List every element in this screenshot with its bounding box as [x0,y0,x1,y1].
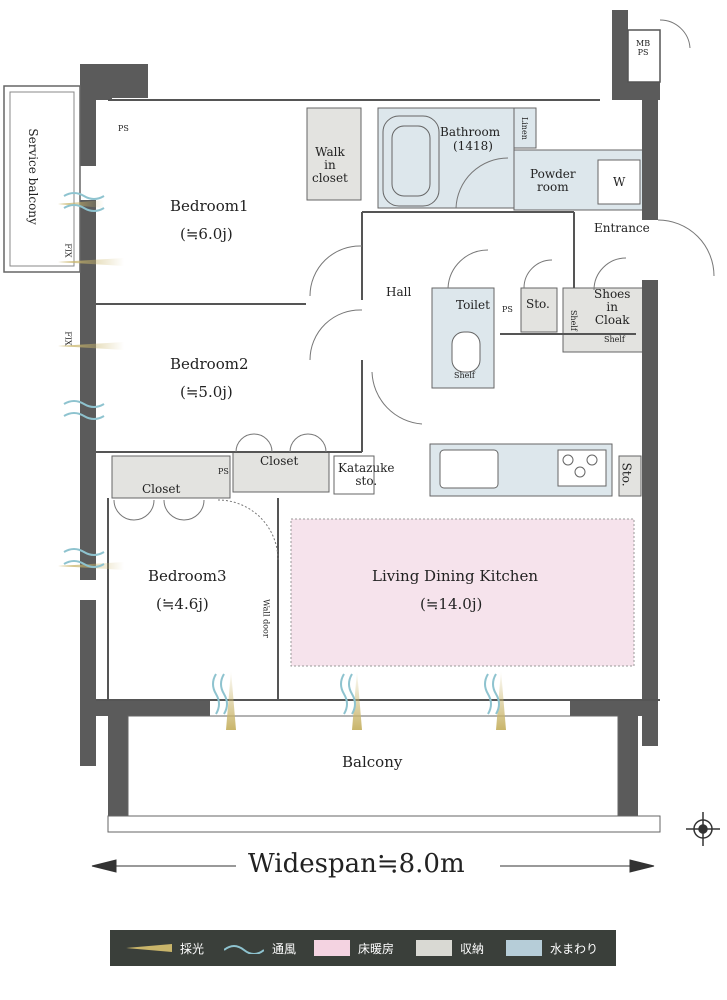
storage-areas [111,107,644,499]
legend-item-storage: 収納 [416,930,484,966]
shelf-label-shoes: Shelf [604,335,625,344]
legend-label-light: 採光 [180,941,205,956]
shoes-cloak-area [562,287,644,353]
legend-label-storage: 収納 [460,941,485,956]
door-sto [523,259,553,289]
linen-label: Linen [519,116,529,140]
ldk-label: Living Dining Kitchen [372,567,539,585]
shelf-label-shoes-vert: Shelf [568,309,578,331]
legend: 採光 通風 床暖房 収納 水まわり [110,930,616,966]
ldk-size: (≒14.0j) [420,595,483,613]
widespan-arrow [91,859,655,873]
door-bathroom [455,157,509,209]
balcony [127,715,619,833]
linen-area [513,107,537,149]
kitchen-sink [439,449,499,489]
closet-label-bedroom2: Closet [260,454,299,468]
walls [80,10,660,832]
washer-label: W [613,175,626,189]
bedroom1-size: (≒6.0j) [180,225,233,243]
door-bedroom2 [309,309,363,361]
door-ldk [371,371,423,425]
mb-ps-box [627,29,661,83]
sto-label-hall: Sto. [526,297,550,311]
floor-heating-swatch [314,940,350,956]
legend-label-floor-heating: 床暖房 [358,941,395,956]
legend-item-water: 水まわり [506,930,598,966]
shelf-label-toilet: Shelf [454,371,475,380]
light-ray-2 [58,258,124,266]
light-icon [126,944,172,952]
legend-item-wind: 通風 [224,930,296,966]
bedroom2-label: Bedroom2 [170,355,249,373]
light-ray-3 [58,342,124,350]
fix-label-1: FIX [63,243,73,258]
sto-label-kitchen: Sto. [619,462,634,487]
fixtures [382,115,641,489]
bedroom1-label: Bedroom1 [170,197,249,215]
bathroom-size: (1418) [453,139,493,153]
hall-label: Hall [386,285,412,299]
light-ray-6 [352,670,362,730]
sto-area-hall [520,287,558,333]
door-toilet [447,249,489,289]
compass-icon [686,812,720,846]
service-balcony-label: Service balcony [25,128,40,225]
door-bedroom3 [217,499,279,561]
balcony-label: Balcony [342,753,403,771]
katazuke-area [333,455,375,495]
door-shoes [593,257,627,291]
wind-icons [63,192,500,715]
door-bedroom1 [309,245,363,297]
toilet-bowl [451,331,481,373]
legend-label-water: 水まわり [550,941,599,956]
walk-in-closet-area [306,107,362,201]
storage-swatch [416,940,452,956]
ps-label-hall: PS [502,305,513,314]
wind-icon [224,945,264,954]
light-ray-5 [226,670,236,730]
bathroom-label: Bathroom [440,125,501,139]
interior-walls [96,99,660,701]
toilet-label: Toilet [456,298,490,312]
closet-area-bedroom2 [232,451,330,493]
floor-heating-area [290,518,635,667]
legend-item-light: 採光 [126,930,204,966]
bedroom2-size: (≒5.0j) [180,383,233,401]
washer [597,159,641,205]
fix-label-2: FIX [63,331,73,346]
bathtub [382,115,440,207]
legend-label-wind: 通風 [272,941,297,956]
widespan-label: Widespan≒8.0m [248,849,465,879]
ps-label-bedroom3: PS [218,467,229,476]
bedroom3-label: Bedroom3 [148,567,227,585]
legend-item-floor-heating: 床暖房 [314,930,394,966]
stove [557,449,607,487]
service-balcony [3,85,81,273]
entrance-label: Entrance [594,221,650,235]
closet-label-bedroom3: Closet [142,482,181,496]
door-mb-ps [659,19,691,49]
bathroom-area [377,107,515,209]
ps-label-top: PS [118,124,129,133]
closet-area-bedroom3 [111,455,231,499]
bedroom3-size: (≒4.6j) [156,595,209,613]
light-ray-7 [496,670,506,730]
door-entrance [657,219,715,277]
doors [113,19,715,561]
sto-area-kitchen [618,455,642,497]
light-ray-1 [58,200,104,208]
water-swatch [506,940,542,956]
wall-door-label: Wall door [261,599,271,638]
